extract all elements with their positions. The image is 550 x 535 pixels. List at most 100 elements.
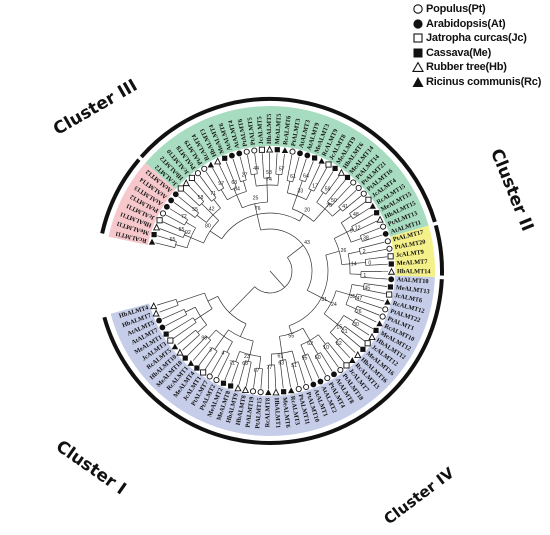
bootstrap-label: 0 (368, 261, 371, 267)
branch-segment (313, 208, 326, 222)
bootstrap-label: 99 (201, 336, 207, 342)
branch-segment (200, 308, 213, 317)
filled-square-icon (312, 155, 318, 161)
branch-segment (248, 354, 251, 362)
bootstrap-label: 26 (341, 248, 347, 254)
branch-segment (239, 156, 247, 181)
filled-triangle-icon (376, 320, 383, 327)
open-circle-icon (382, 306, 389, 313)
branch-segment (185, 222, 196, 229)
bootstrap-label: 51 (291, 363, 297, 369)
bootstrap-label: 97 (218, 181, 224, 187)
branch-segment (168, 317, 194, 333)
branch-segment (307, 353, 320, 379)
branch-segment (327, 179, 346, 202)
bootstrap-label: 52 (336, 341, 342, 347)
open-circle-icon (159, 210, 167, 217)
branch-segment (285, 359, 291, 388)
bootstrap-label: 41 (342, 204, 348, 210)
branch-segment (162, 221, 186, 233)
branch-segment (343, 315, 355, 322)
bootstrap-label: 61 (290, 174, 296, 180)
bootstrap-label: 47 (357, 296, 363, 302)
branch-segment (235, 351, 240, 362)
branch-segment (217, 353, 230, 378)
open-circle-icon (384, 238, 391, 245)
open-circle-icon (206, 373, 213, 380)
branch-segment (355, 299, 383, 309)
branch-segment (324, 203, 330, 210)
branch-segment (291, 195, 298, 209)
branch-segment (225, 161, 237, 188)
open-circle-icon (379, 313, 386, 320)
branch-segment (297, 361, 306, 384)
bootstrap-label: 26 (356, 309, 362, 315)
open-triangle-icon (368, 332, 376, 341)
branch-segment (329, 332, 339, 341)
branch-segment (214, 336, 225, 350)
bootstrap-label: 21 (342, 329, 348, 335)
branch-segment (204, 350, 218, 370)
branch-segment (190, 237, 204, 244)
open-triangle-icon (387, 267, 396, 275)
filled-triangle-icon (369, 202, 376, 209)
filled-circle-icon (388, 276, 395, 283)
bootstrap-label: 57 (279, 167, 285, 173)
branch-segment (338, 190, 357, 207)
bootstrap-label: 64 (303, 174, 309, 180)
bootstrap-label: 55 (192, 207, 198, 213)
branch-segment (184, 234, 191, 238)
branch-arc (224, 350, 230, 354)
branch-segment (291, 350, 296, 363)
filled-triangle-icon (412, 76, 424, 87)
bootstrap-label: 80 (205, 223, 211, 229)
filled-square-icon (281, 389, 287, 395)
branch-segment (213, 199, 221, 209)
legend-label: Jatropha curcas(Jc) (426, 32, 527, 45)
legend-label: Cassava(Me) (426, 46, 492, 59)
filled-circle-icon (297, 150, 303, 157)
filled-circle-icon (236, 150, 243, 157)
cluster-arc (102, 279, 444, 445)
bootstrap-label: 48 (353, 212, 359, 218)
filled-triangle-icon (288, 387, 295, 394)
branch-segment (325, 175, 340, 195)
branch-segment (229, 286, 255, 313)
branch-segment (318, 334, 326, 345)
filled-circle-icon (172, 191, 179, 198)
filled-square-icon (163, 331, 169, 337)
branch-segment (365, 263, 388, 266)
branch-segment (201, 203, 214, 216)
filled-triangle-icon (171, 343, 179, 350)
branch-segment (302, 328, 311, 341)
branch-segment (305, 189, 312, 200)
bootstrap-label: 15 (336, 325, 342, 331)
branch-segment (253, 367, 257, 388)
bootstrap-label: 42 (209, 207, 215, 213)
bootstrap-label: 70 (326, 203, 332, 209)
branch-segment (156, 299, 177, 306)
branch-arc (218, 187, 224, 192)
cluster-arcs (100, 97, 444, 445)
branch-segment (243, 180, 247, 192)
filled-circle-icon (317, 378, 324, 385)
open-triangle-icon (214, 157, 222, 165)
open-circle-icon (350, 179, 357, 186)
cluster-band (110, 275, 435, 436)
branch-segment (351, 214, 374, 227)
bootstrap-label: 59 (325, 187, 331, 193)
branch-segment (346, 228, 354, 233)
filled-triangle-icon (265, 389, 272, 396)
open-square-icon (325, 161, 332, 168)
branch-segment (364, 283, 388, 287)
branch-segment (211, 350, 225, 374)
branch-segment (198, 347, 213, 366)
filled-square-icon (151, 232, 157, 238)
open-circle-icon (194, 170, 201, 177)
branch-segment (360, 227, 380, 236)
open-square-icon (167, 337, 174, 344)
branch-segment (320, 171, 334, 191)
branch-segment (247, 155, 252, 175)
cluster-band (145, 106, 429, 237)
branch-arc (184, 219, 188, 226)
